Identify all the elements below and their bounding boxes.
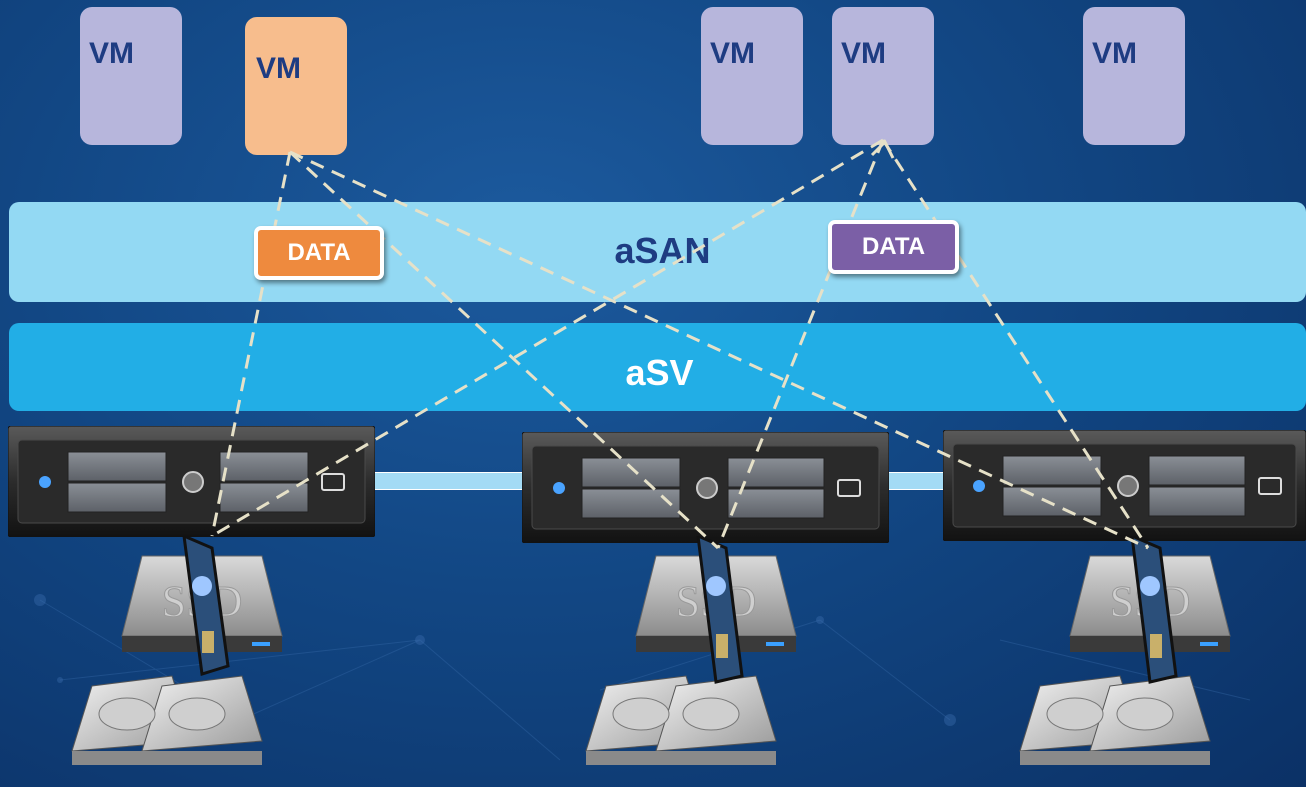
vm-box[interactable]: VM bbox=[832, 7, 934, 145]
data-tag-label: DATA bbox=[287, 239, 351, 266]
vm-label: VM bbox=[89, 37, 134, 70]
vm-label: VM bbox=[841, 37, 886, 70]
server-node bbox=[943, 430, 1306, 541]
vm-box[interactable]: VM bbox=[701, 7, 803, 145]
server-link bbox=[370, 472, 530, 490]
server-node bbox=[8, 426, 375, 537]
disk-stack-icon: SSD bbox=[71, 536, 283, 765]
asv-layer: aSV bbox=[9, 323, 1306, 411]
vm-label: VM bbox=[1092, 37, 1137, 70]
server-link bbox=[880, 472, 950, 490]
disk-stack-icon: SSD bbox=[1019, 536, 1231, 765]
data-tag-orange: DATA bbox=[254, 226, 384, 280]
vm-box[interactable]: VM bbox=[1083, 7, 1185, 145]
vm-box[interactable]: VM bbox=[80, 7, 182, 145]
vm-label: VM bbox=[256, 52, 301, 85]
disk-stack-icon: SSD bbox=[585, 536, 797, 765]
asv-label: aSV bbox=[625, 352, 694, 393]
server-node bbox=[522, 432, 889, 543]
vm-label: VM bbox=[710, 37, 755, 70]
data-tag-purple: DATA bbox=[828, 220, 959, 274]
vm-box-active[interactable]: VM bbox=[245, 17, 347, 155]
asan-layer: aSAN bbox=[9, 202, 1306, 302]
asan-label: aSAN bbox=[614, 230, 711, 271]
data-tag-label: DATA bbox=[861, 233, 926, 260]
